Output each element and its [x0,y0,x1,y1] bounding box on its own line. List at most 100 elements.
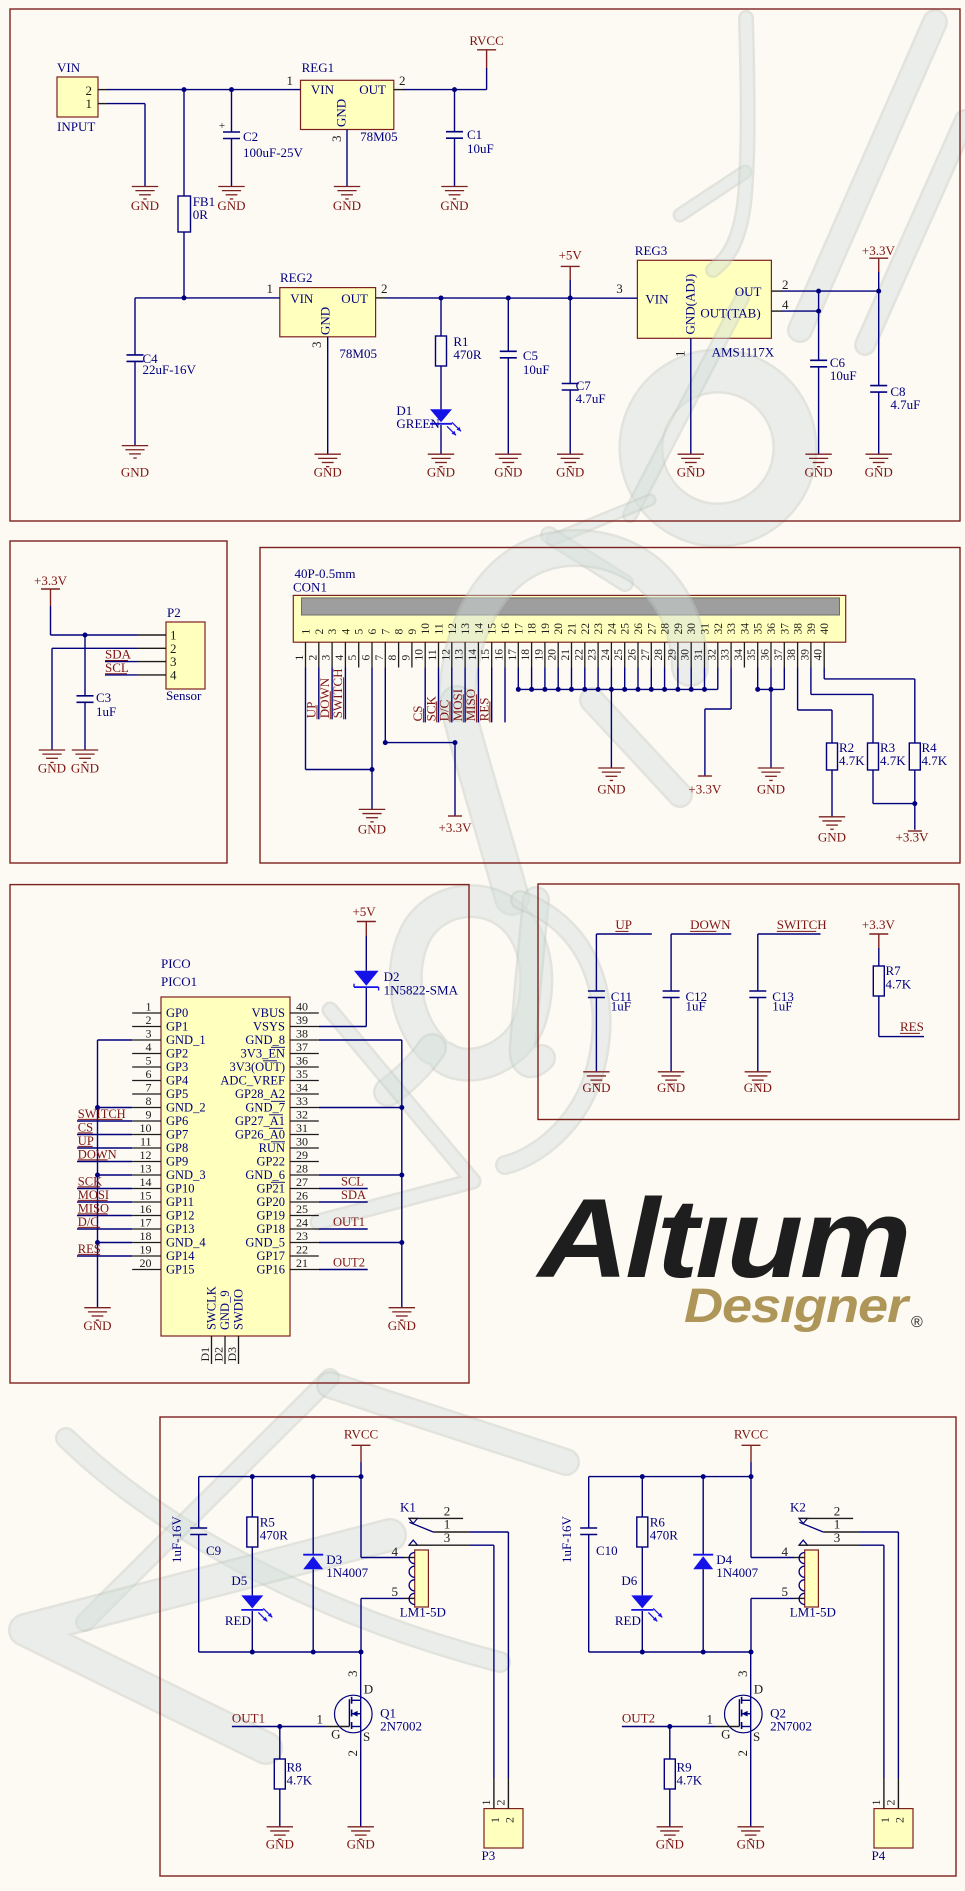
svg-text:SWDIO: SWDIO [232,1289,246,1330]
svg-text:16: 16 [140,1202,152,1216]
svg-text:UP: UP [304,702,319,719]
svg-text:4.7K: 4.7K [922,753,948,768]
svg-text:R4: R4 [922,740,938,755]
svg-text:GP17: GP17 [257,1249,285,1263]
svg-text:6: 6 [361,655,373,661]
svg-text:22: 22 [573,649,585,661]
svg-text:RED: RED [225,1613,251,1628]
svg-text:CS: CS [410,705,425,721]
svg-text:R7: R7 [886,963,902,978]
svg-text:8: 8 [387,655,399,661]
svg-text:RES: RES [477,698,492,722]
svg-text:VBUS: VBUS [252,1006,285,1020]
svg-text:4.7K: 4.7K [287,1773,313,1788]
svg-text:D3: D3 [326,1552,342,1567]
svg-text:1uF: 1uF [611,999,631,1014]
svg-text:GP12: GP12 [166,1209,194,1223]
svg-text:4: 4 [340,629,352,635]
svg-text:3: 3 [329,136,344,143]
svg-text:ADC_VREF: ADC_VREF [220,1074,285,1088]
svg-text:23: 23 [296,1229,308,1243]
svg-text:2: 2 [892,1817,906,1823]
svg-text:GND: GND [656,1837,684,1852]
svg-text:GP7: GP7 [166,1128,188,1142]
svg-text:SWITCH: SWITCH [777,917,827,932]
svg-text:INPUT: INPUT [57,119,95,134]
svg-text:38: 38 [296,1027,308,1041]
svg-text:SCK: SCK [423,695,438,721]
svg-text:6: 6 [146,1067,152,1081]
svg-text:UP: UP [615,917,632,932]
svg-text:15: 15 [140,1189,152,1203]
svg-text:D3: D3 [225,1347,239,1362]
svg-text:GP22: GP22 [257,1155,285,1169]
svg-text:GP16: GP16 [257,1263,285,1277]
svg-text:GND: GND [657,1080,685,1095]
svg-text:S: S [363,1729,370,1744]
svg-text:2: 2 [86,83,93,98]
svg-text:GP5: GP5 [166,1087,188,1101]
svg-text:3: 3 [321,655,333,661]
svg-text:GND: GND [38,761,66,776]
svg-text:4.7K: 4.7K [886,977,912,992]
svg-text:SWCLK: SWCLK [205,1286,219,1330]
svg-text:SDA: SDA [105,647,132,662]
svg-text:GND: GND [347,1837,375,1852]
svg-text:3: 3 [309,342,324,349]
svg-text:P4: P4 [872,1848,886,1863]
svg-text:0R: 0R [193,207,209,222]
svg-text:DOWN: DOWN [317,677,332,718]
svg-text:K1: K1 [400,1500,416,1515]
svg-text:12: 12 [440,649,452,661]
svg-text:2: 2 [399,73,406,88]
svg-text:+5V: +5V [559,248,583,263]
svg-text:RVCC: RVCC [734,1427,768,1442]
svg-text:2: 2 [170,641,177,656]
svg-text:17: 17 [513,623,525,635]
svg-text:15: 15 [487,623,499,635]
svg-text:D1: D1 [198,1347,212,1362]
svg-text:21: 21 [567,623,579,635]
svg-text:1uF-16V: 1uF-16V [559,1515,574,1563]
svg-text:3: 3 [170,654,177,669]
svg-text:40: 40 [296,1000,308,1014]
svg-text:GND_3: GND_3 [166,1168,206,1182]
svg-text:OUT2: OUT2 [622,1711,655,1726]
svg-text:RUN: RUN [259,1141,285,1155]
svg-text:29: 29 [673,623,685,635]
svg-text:14: 14 [467,649,479,661]
svg-text:4: 4 [782,1544,789,1559]
svg-text:GND: GND [427,465,455,480]
svg-text:GND: GND [494,465,522,480]
svg-text:+5V: +5V [352,904,376,919]
svg-text:P2: P2 [167,605,181,620]
svg-text:4.7K: 4.7K [839,753,865,768]
svg-text:OUT: OUT [735,284,762,299]
svg-text:+3.3V: +3.3V [688,782,722,797]
svg-text:37: 37 [773,649,785,661]
svg-text:GND: GND [865,465,893,480]
svg-text:22: 22 [580,623,592,635]
svg-text:27: 27 [640,649,652,661]
svg-text:4: 4 [146,1040,152,1054]
svg-text:FB1: FB1 [193,194,215,209]
svg-text:SWITCH: SWITCH [330,668,345,718]
svg-text:GND: GND [334,99,349,127]
svg-text:30: 30 [296,1135,308,1149]
svg-text:Q1: Q1 [380,1706,396,1721]
svg-text:2: 2 [381,281,388,296]
svg-text:R5: R5 [260,1515,275,1530]
svg-text:4: 4 [334,655,346,661]
svg-text:18: 18 [527,623,539,635]
svg-text:470R: 470R [260,1528,289,1543]
svg-text:16: 16 [494,649,506,661]
svg-text:5: 5 [347,655,359,661]
svg-text:30: 30 [680,649,692,661]
svg-text:C1: C1 [467,127,482,142]
svg-text:2N7002: 2N7002 [380,1719,422,1734]
svg-text:Sensor: Sensor [166,688,202,703]
svg-text:GND: GND [266,1837,294,1852]
svg-text:28: 28 [660,623,672,635]
svg-text:R9: R9 [677,1760,692,1775]
svg-text:22: 22 [296,1243,308,1257]
